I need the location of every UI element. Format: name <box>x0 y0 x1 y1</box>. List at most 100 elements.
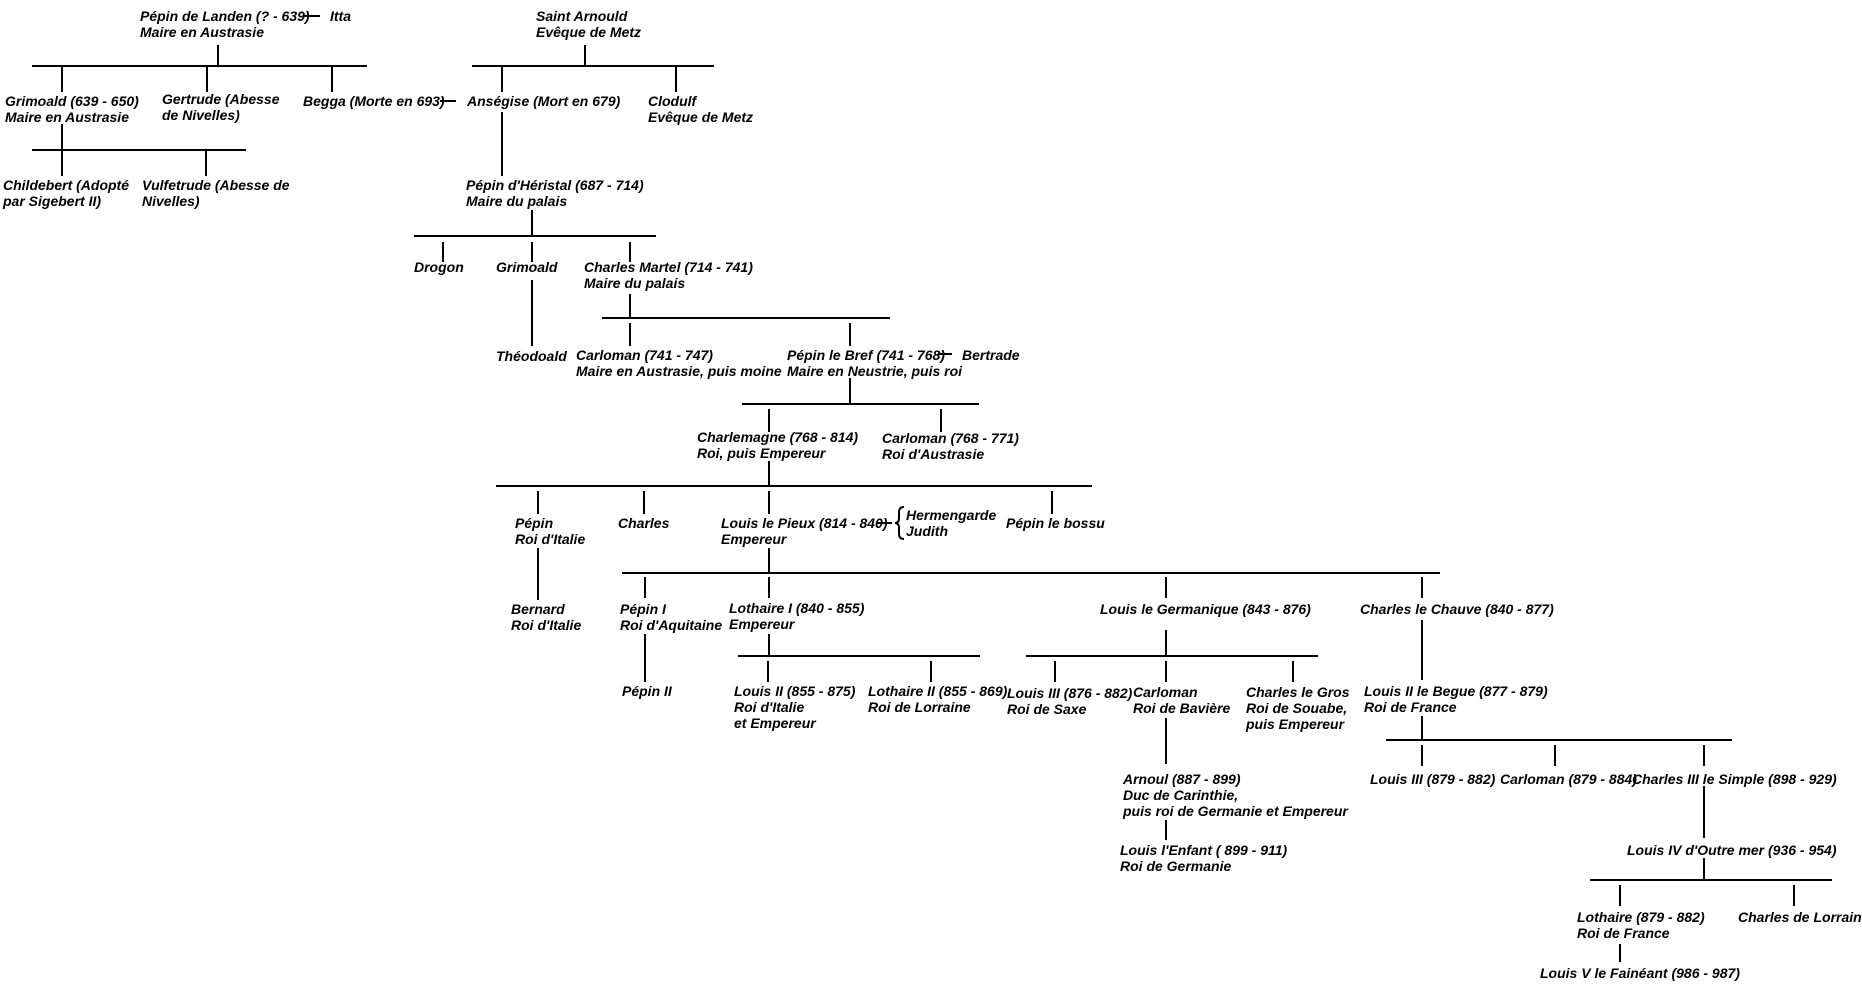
label-line: puis roi de Germanie et Empereur <box>1122 803 1349 819</box>
label-line: Roi d'Italie <box>734 699 804 715</box>
label-line: Grimoald <box>496 259 558 275</box>
label-line: Bertrade <box>962 347 1020 363</box>
label-line: Clodulf <box>648 93 698 109</box>
person-bertrade: Bertrade <box>962 347 1020 363</box>
label-line: Anségise (Mort en 679) <box>466 93 621 109</box>
label-line: Carloman (768 - 771) <box>882 430 1019 446</box>
label-line: Lothaire I (840 - 855) <box>729 600 865 616</box>
label-line: Roi, puis Empereur <box>697 445 827 461</box>
label-line: Carloman (879 - 884) <box>1500 771 1637 787</box>
label-line: Maire du palais <box>466 193 567 209</box>
label-line: Drogon <box>414 259 464 275</box>
label-line: Itta <box>330 8 351 24</box>
label-line: Roi d'Italie <box>511 617 581 633</box>
label-line: Roi de Bavière <box>1133 700 1230 716</box>
label-line: Carloman (741 - 747) <box>576 347 713 363</box>
person-pepin-le-bref: Pépin le Bref (741 - 768)Maire en Neustr… <box>787 347 963 379</box>
label-line: Maire en Austrasie <box>140 24 264 40</box>
label-line: Pépin d'Héristal (687 - 714) <box>466 177 644 193</box>
person-carloman-768: Carloman (768 - 771)Roi d'Austrasie <box>882 430 1019 462</box>
label-line: Childebert (Adopté <box>3 177 129 193</box>
person-lothaire-i: Lothaire I (840 - 855)Empereur <box>729 600 865 632</box>
label-line: Charles le Gros <box>1246 684 1350 700</box>
label-line: Pépin le bossu <box>1006 515 1105 531</box>
label-line: Louis V le Fainéant (986 - 987) <box>1540 965 1740 981</box>
label-line: Pépin I <box>620 601 667 617</box>
label-line: Louis III (876 - 882) <box>1007 685 1133 701</box>
person-carloman-741: Carloman (741 - 747)Maire en Austrasie, … <box>576 347 782 379</box>
label-line: Nivelles) <box>142 193 200 209</box>
person-lothaire-ii: Lothaire II (855 - 869)Roi de Lorraine <box>868 683 1008 715</box>
label-line: Arnoul (887 - 899) <box>1122 771 1241 787</box>
label-line: Roi de Lorraine <box>868 699 971 715</box>
label-line: Judith <box>906 523 948 539</box>
label-line: Louis l'Enfant ( 899 - 911) <box>1120 842 1288 858</box>
person-charlemagne: Charlemagne (768 - 814)Roi, puis Empereu… <box>697 429 858 461</box>
label-line: Lothaire (879 - 882) <box>1577 909 1705 925</box>
label-line: Begga (Morte en 693) <box>303 93 445 109</box>
label-line: Louis IV d'Outre mer (936 - 954) <box>1627 842 1837 858</box>
label-line: Charles <box>618 515 670 531</box>
label-line: Maire du palais <box>584 275 685 291</box>
label-line: Grimoald (639 - 650) <box>5 93 139 109</box>
person-theodoald: Théodoald <box>496 348 567 364</box>
label-line: Vulfetrude (Abesse de <box>142 177 290 193</box>
label-line: Saint Arnould <box>536 8 628 24</box>
person-louis-ii-le-begue: Louis II le Begue (877 - 879)Roi de Fran… <box>1364 683 1548 715</box>
label-line: Louis II le Begue (877 - 879) <box>1364 683 1548 699</box>
label-line: Gertrude (Abesse <box>162 91 280 107</box>
label-line: Louis III (879 - 882) <box>1370 771 1496 787</box>
person-louis-v: Louis V le Fainéant (986 - 987) <box>1540 965 1740 981</box>
person-charles-iii-le-simple: Charles III le Simple (898 - 929) <box>1632 771 1837 787</box>
label-line: Evêque de Metz <box>648 109 753 125</box>
label-line: Roi de France <box>1577 925 1670 941</box>
person-louis-iv: Louis IV d'Outre mer (936 - 954) <box>1627 842 1837 858</box>
person-grimoald-639: Grimoald (639 - 650)Maire en Austrasie <box>5 93 139 125</box>
label-line: Maire en Austrasie <box>5 109 129 125</box>
person-itta: Itta <box>330 8 351 24</box>
person-charles-de-lorraine: Charles de Lorraine <box>1738 909 1862 925</box>
label-line: Charles III le Simple (898 - 929) <box>1632 771 1837 787</box>
person-pepin-ii: Pépin II <box>622 683 673 699</box>
label-line: Duc de Carinthie, <box>1123 787 1238 803</box>
person-drogon: Drogon <box>414 259 464 275</box>
label-line: Lothaire II (855 - 869) <box>868 683 1008 699</box>
person-louis-le-pieux: Louis le Pieux (814 - 840)Empereur <box>721 515 888 547</box>
person-charles-le-chauve: Charles le Chauve (840 - 877) <box>1360 601 1554 617</box>
label-line: Hermengarde <box>906 507 996 523</box>
label-line: Charles le Chauve (840 - 877) <box>1360 601 1554 617</box>
person-begga: Begga (Morte en 693) <box>303 93 445 109</box>
label-line: Roi de France <box>1364 699 1457 715</box>
label-line: de Nivelles) <box>162 107 240 123</box>
label-line: Carloman <box>1133 684 1198 700</box>
label-line: Pépin le Bref (741 - 768) <box>787 347 945 363</box>
person-labels: Pépin de Landen (? - 639)Maire en Austra… <box>2 8 1862 981</box>
label-line: par Sigebert II) <box>2 193 101 209</box>
label-line: Roi de Saxe <box>1007 701 1087 717</box>
label-line: Maire en Neustrie, puis roi <box>787 363 963 379</box>
label-line: Empereur <box>721 531 788 547</box>
label-line: Louis le Germanique (843 - 876) <box>1100 601 1311 617</box>
label-line: Louis le Pieux (814 - 840) <box>721 515 888 531</box>
person-carloman-879: Carloman (879 - 884) <box>1500 771 1637 787</box>
label-line: Roi d'Aquitaine <box>620 617 722 633</box>
connector-lines <box>32 15 1832 962</box>
person-louis-iii-876: Louis III (876 - 882)Roi de Saxe <box>1007 685 1133 717</box>
label-line: Roi d'Austrasie <box>882 446 984 462</box>
label-line: Pépin de Landen (? - 639) <box>140 8 310 24</box>
person-pepin-heristal: Pépin d'Héristal (687 - 714)Maire du pal… <box>466 177 644 209</box>
label-line: Charles de Lorraine <box>1738 909 1862 925</box>
label-line: puis Empereur <box>1245 716 1346 732</box>
label-line: Maire en Austrasie, puis moine <box>576 363 782 379</box>
label-line: Bernard <box>511 601 565 617</box>
label-line: Louis II (855 - 875) <box>734 683 856 699</box>
person-charles-martel: Charles Martel (714 - 741)Maire du palai… <box>584 259 753 291</box>
